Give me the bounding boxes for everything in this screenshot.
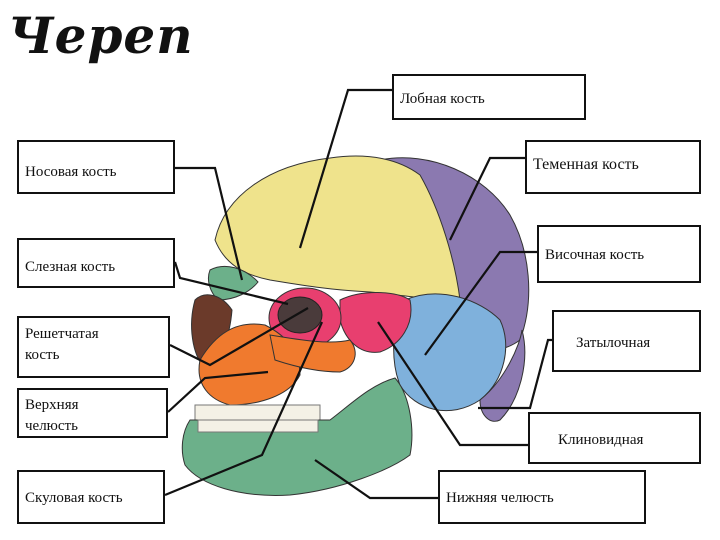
label-skulovaya-text: Скуловая кость <box>25 488 157 509</box>
label-verkhnyaya-chelyust: Верхняя челюсть <box>17 388 168 438</box>
label-zatylochnaya-text: Затылочная <box>576 333 693 354</box>
label-sleznaya-kost: Слезная кость <box>17 238 175 288</box>
label-verkhnyaya-line2: челюсть <box>25 416 160 437</box>
label-visochnaya-text: Височная кость <box>545 245 693 266</box>
label-klinovidnaya: Клиновидная <box>528 412 701 464</box>
label-reshetchataya-kost: Решетчатая кость <box>17 316 170 378</box>
label-nizhnyaya-text: Нижняя челюсть <box>446 488 638 509</box>
label-nosovaya-kost: Носовая кость <box>17 140 175 194</box>
label-nosovaya-text: Носовая кость <box>25 162 167 183</box>
label-skulovaya-kost: Скуловая кость <box>17 470 165 524</box>
label-lobnaya-kost: Лобная кость <box>392 74 586 120</box>
page-title: Череп <box>8 6 194 65</box>
label-nizhnyaya-chelyust: Нижняя челюсть <box>438 470 646 524</box>
label-reshetchataya-line2: кость <box>25 345 162 366</box>
label-visochnaya-kost: Височная кость <box>537 225 701 283</box>
label-lobnaya-text: Лобная кость <box>400 89 578 110</box>
label-klinovidnaya-text: Клиновидная <box>558 430 693 451</box>
label-temennaya-kost: Теменная кость <box>525 140 701 194</box>
lower-teeth <box>198 420 318 432</box>
upper-teeth <box>195 405 320 420</box>
label-sleznaya-text: Слезная кость <box>25 257 167 278</box>
label-reshetchataya-line1: Решетчатая <box>25 324 162 345</box>
label-zatylochnaya: Затылочная <box>552 310 701 372</box>
label-verkhnyaya-line1: Верхняя <box>25 395 160 416</box>
label-temennaya-text: Теменная кость <box>533 154 693 175</box>
